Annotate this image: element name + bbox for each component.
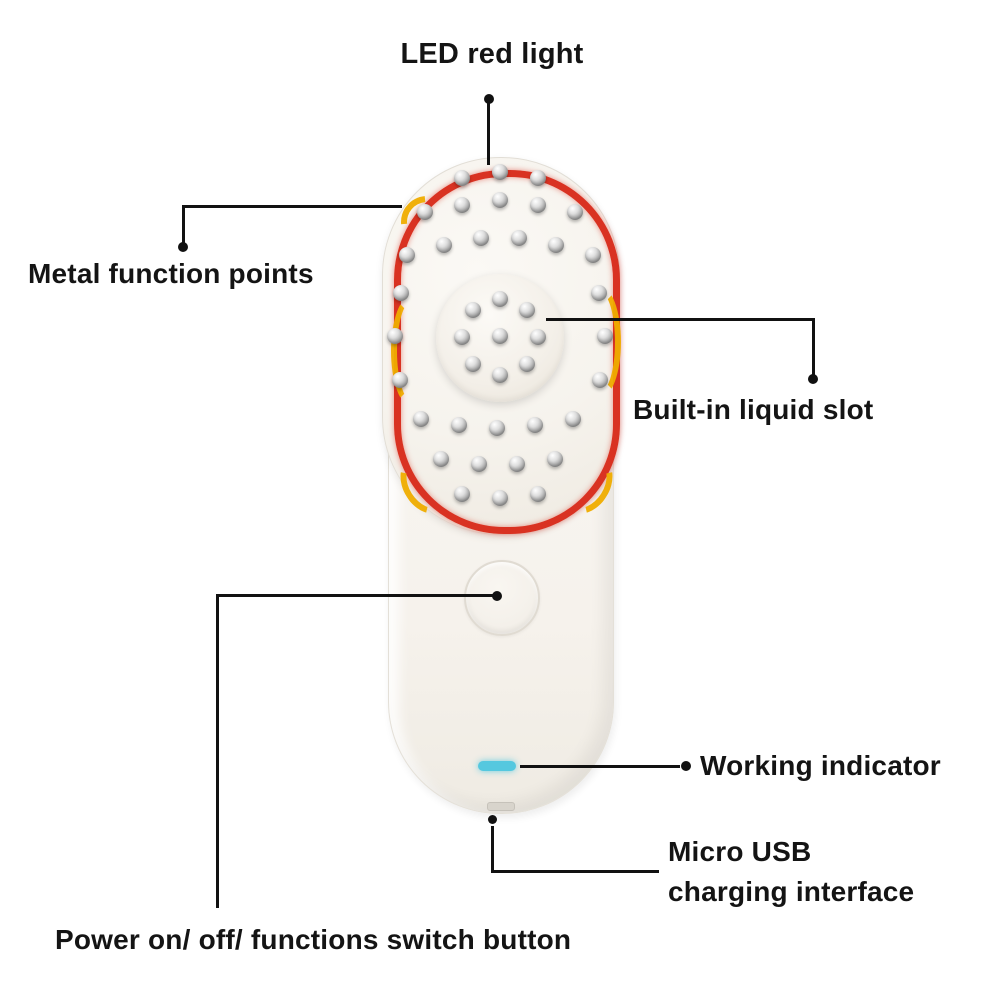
metal-stud bbox=[492, 328, 508, 344]
metal-stud bbox=[597, 328, 613, 344]
callout-dot-power bbox=[492, 591, 502, 601]
metal-stud bbox=[591, 285, 607, 301]
metal-stud bbox=[511, 230, 527, 246]
callout-line-indicator bbox=[520, 765, 680, 768]
metal-stud bbox=[413, 411, 429, 427]
metal-stud bbox=[454, 170, 470, 186]
callout-dot-liquid bbox=[808, 374, 818, 384]
callout-line-power-h bbox=[218, 594, 494, 597]
callout-dot-metal bbox=[178, 242, 188, 252]
metal-stud bbox=[519, 356, 535, 372]
metal-stud bbox=[565, 411, 581, 427]
label-micro-usb-line2: charging interface bbox=[668, 876, 915, 907]
label-micro-usb-line1: Micro USB bbox=[668, 836, 812, 867]
power-button bbox=[464, 560, 540, 636]
metal-stud bbox=[547, 451, 563, 467]
metal-stud bbox=[530, 486, 546, 502]
callout-dot-led bbox=[484, 94, 494, 104]
callout-dot-usb bbox=[488, 815, 497, 824]
metal-stud bbox=[492, 291, 508, 307]
metal-stud bbox=[530, 170, 546, 186]
metal-stud bbox=[465, 356, 481, 372]
yellow-reflection-right bbox=[579, 286, 621, 398]
metal-stud bbox=[454, 329, 470, 345]
callout-line-liquid-v bbox=[812, 318, 815, 376]
metal-stud bbox=[471, 456, 487, 472]
callout-line-usb-v bbox=[491, 826, 494, 872]
metal-stud bbox=[519, 302, 535, 318]
metal-stud bbox=[509, 456, 525, 472]
metal-stud bbox=[387, 328, 403, 344]
metal-stud bbox=[465, 302, 481, 318]
metal-stud bbox=[527, 417, 543, 433]
label-working-indicator: Working indicator bbox=[700, 750, 941, 781]
metal-stud bbox=[451, 417, 467, 433]
metal-stud bbox=[454, 197, 470, 213]
metal-stud bbox=[492, 367, 508, 383]
metal-stud bbox=[592, 372, 608, 388]
metal-stud bbox=[399, 247, 415, 263]
working-indicator-light bbox=[478, 761, 516, 771]
metal-stud bbox=[393, 285, 409, 301]
callout-line-led bbox=[487, 103, 490, 165]
callout-line-metal-h bbox=[183, 205, 402, 208]
metal-stud bbox=[585, 247, 601, 263]
label-built-in-liquid-slot: Built-in liquid slot bbox=[633, 394, 874, 425]
yellow-reflection-left bbox=[391, 295, 433, 407]
usb-port bbox=[487, 802, 515, 811]
metal-stud bbox=[417, 204, 433, 220]
metal-stud bbox=[473, 230, 489, 246]
label-power-switch: Power on/ off/ functions switch button bbox=[55, 924, 572, 955]
metal-stud bbox=[492, 192, 508, 208]
label-metal-function-points: Metal function points bbox=[28, 258, 314, 289]
metal-stud bbox=[492, 490, 508, 506]
metal-stud bbox=[530, 329, 546, 345]
metal-stud bbox=[433, 451, 449, 467]
callout-line-metal-v bbox=[182, 205, 185, 245]
metal-stud bbox=[392, 372, 408, 388]
metal-stud bbox=[530, 197, 546, 213]
callout-dot-indicator bbox=[681, 761, 691, 771]
callout-line-power-v bbox=[216, 594, 219, 908]
metal-stud bbox=[492, 164, 508, 180]
metal-stud bbox=[567, 204, 583, 220]
callout-line-usb-h bbox=[491, 870, 659, 873]
metal-stud bbox=[489, 420, 505, 436]
callout-line-liquid-h bbox=[546, 318, 814, 321]
metal-stud bbox=[436, 237, 452, 253]
label-led-red-light: LED red light bbox=[400, 38, 584, 70]
metal-stud bbox=[454, 486, 470, 502]
metal-stud bbox=[548, 237, 564, 253]
